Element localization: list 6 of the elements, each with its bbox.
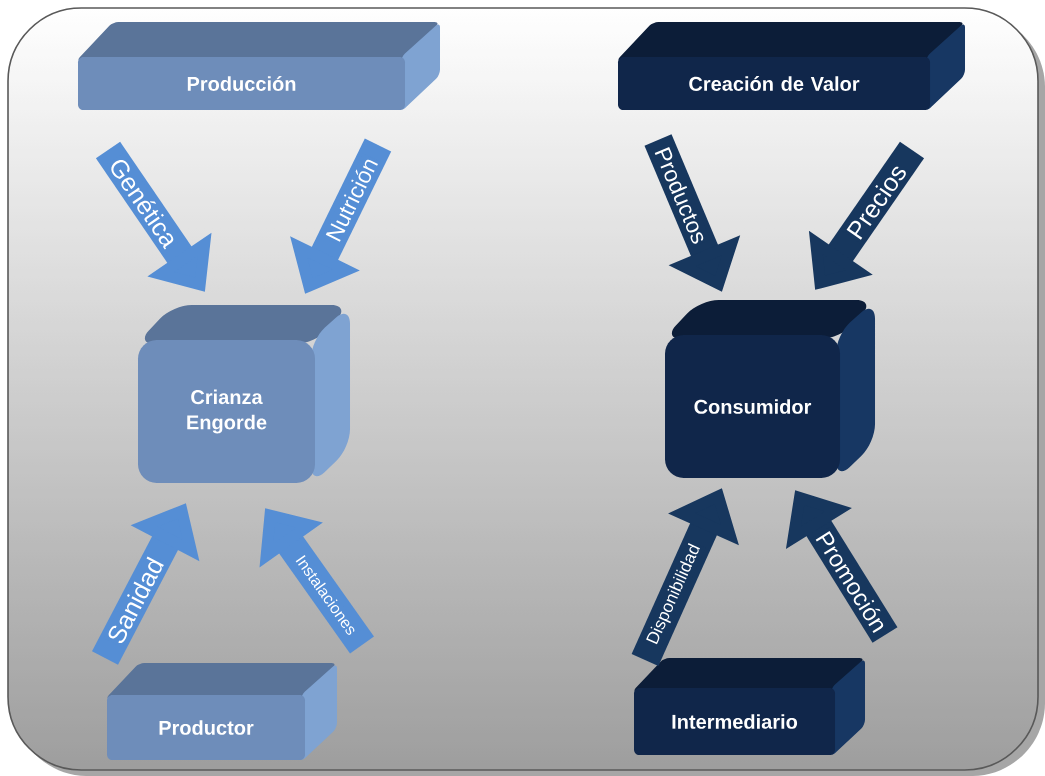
block: Intermediario <box>634 658 865 755</box>
block: Productor <box>107 663 337 760</box>
block: Consumidor <box>665 300 875 478</box>
block: Producción <box>78 22 440 110</box>
block: Creación de Valor <box>618 22 965 110</box>
block: Crianza Engorde <box>138 305 350 483</box>
